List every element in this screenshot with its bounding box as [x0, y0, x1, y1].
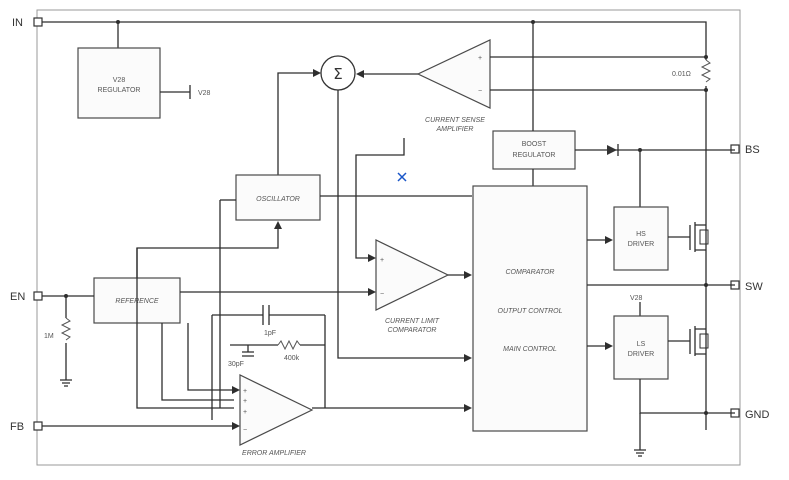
regulator-block: V28 REGULATOR [77, 47, 161, 119]
svg-text:MAIN CONTROL: MAIN CONTROL [503, 346, 557, 353]
svg-text:−: − [380, 291, 384, 298]
marker-icon [397, 172, 407, 182]
current-limit-comparator: + − CURRENT LIMIT COMPARATOR [375, 239, 450, 334]
current-sense-amplifier: + − CURRENT SENSE AMPLIFIER [416, 39, 491, 133]
svg-text:−: − [478, 88, 482, 95]
svg-text:DRIVER: DRIVER [628, 351, 654, 358]
sense-to-limit-wire [355, 138, 405, 259]
sum-to-logic-wire [337, 90, 470, 359]
svg-text:IN: IN [12, 17, 23, 29]
svg-text:REGULATOR: REGULATOR [98, 87, 141, 94]
ls-driver-block: LS DRIVER [613, 315, 669, 380]
svg-text:ERROR AMPLIFIER: ERROR AMPLIFIER [242, 450, 306, 457]
svg-text:COMPARATOR: COMPARATOR [387, 327, 436, 334]
error-amplifier: + + + − ERROR AMPLIFIER [239, 374, 314, 457]
svg-text:+: + [380, 257, 384, 264]
svg-text:DRIVER: DRIVER [628, 241, 654, 248]
svg-text:FB: FB [10, 421, 24, 433]
ground-symbol [634, 449, 646, 457]
svg-text:V28: V28 [113, 77, 126, 84]
osc-to-sum-wire [277, 72, 316, 200]
svg-text:SW: SW [745, 281, 763, 293]
svg-text:COMPARATOR: COMPARATOR [505, 269, 554, 276]
svg-text:0.01Ω: 0.01Ω [672, 71, 691, 78]
ic-boundary [36, 9, 741, 466]
svg-text:EN: EN [10, 291, 25, 303]
boost-regulator-block: BOOST REGULATOR [492, 130, 576, 170]
svg-text:1pF: 1pF [264, 330, 276, 337]
svg-text:REGULATOR: REGULATOR [513, 152, 556, 159]
oscillator-block: OSCILLATOR [235, 174, 321, 221]
svg-text:−: − [243, 427, 247, 434]
summing-junction: Σ [320, 55, 356, 91]
svg-text:30pF: 30pF [228, 361, 244, 368]
svg-text:HS: HS [636, 231, 646, 238]
sense-resistor: 0.01Ω [672, 59, 712, 83]
ls-mosfet [668, 326, 709, 356]
bootstrap-diode [607, 145, 617, 155]
svg-text:GND: GND [745, 409, 770, 421]
svg-text:CURRENT SENSE: CURRENT SENSE [425, 117, 485, 124]
pin-gnd: GND [730, 408, 770, 421]
in-rail [42, 21, 707, 60]
gnd-rail [639, 379, 735, 414]
compensation-network: 1pF 400k 30pF [212, 305, 326, 408]
svg-text:LS: LS [637, 341, 646, 348]
svg-text:BOOST: BOOST [522, 141, 547, 148]
pin-sw: SW [730, 280, 763, 293]
svg-text:400k: 400k [284, 355, 300, 362]
svg-text:AMPLIFIER: AMPLIFIER [436, 126, 474, 133]
pin-bs: BS [730, 144, 760, 156]
svg-text:1M: 1M [44, 333, 54, 340]
svg-text:+: + [243, 398, 247, 405]
ref-to-osc-wire [136, 226, 279, 278]
hs-driver-block: HS DRIVER [613, 206, 669, 271]
svg-text:+: + [243, 409, 247, 416]
svg-text:CURRENT LIMIT: CURRENT LIMIT [385, 318, 440, 325]
vcc-label: V28 [630, 295, 643, 302]
logic-block: COMPARATOR OUTPUT CONTROL MAIN CONTROL [472, 185, 588, 432]
svg-text:+: + [243, 388, 247, 395]
svg-text:OSCILLATOR: OSCILLATOR [256, 196, 300, 203]
svg-text:+: + [478, 55, 482, 62]
svg-text:BS: BS [745, 144, 760, 156]
pin-en: EN [10, 291, 43, 303]
en-resistor: 1M [44, 296, 72, 387]
svg-text:Σ: Σ [333, 65, 342, 83]
svg-text:OUTPUT CONTROL: OUTPUT CONTROL [498, 308, 563, 315]
regulator-output-label: V28 [198, 90, 211, 97]
hs-mosfet [668, 222, 709, 252]
